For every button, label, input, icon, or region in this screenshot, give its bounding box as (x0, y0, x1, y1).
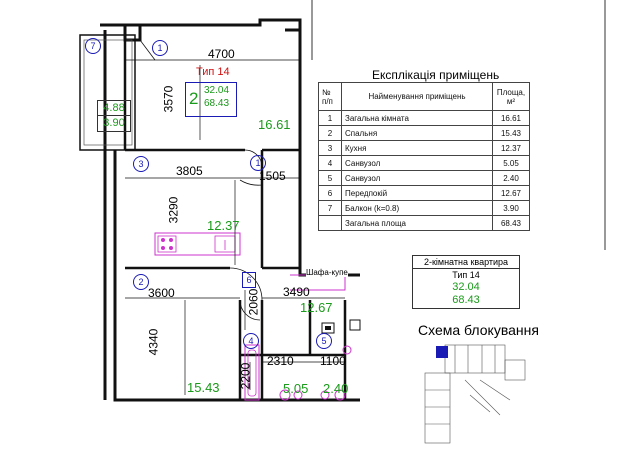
balcony-area: 4.88 (103, 102, 125, 114)
dimension-label: 3805 (176, 164, 203, 178)
wardrobe-label: Шафа-купе (306, 268, 348, 277)
balcony (79, 34, 136, 151)
table-row: 1 Загальна кімната 16.61 (318, 110, 530, 126)
table-cell: 68.43 (492, 215, 530, 231)
table-cell: Кухня (341, 140, 493, 156)
table-cell: 5.05 (492, 155, 530, 171)
room-area-kitchen: 12.37 (207, 218, 240, 233)
table-row: 5 Санвузол 2.40 (318, 170, 530, 186)
table-cell: Загальна площа (341, 215, 493, 231)
room-number-badge: 2 (133, 274, 149, 290)
table-header-row: № п/п Найменування приміщень Площа, м² (318, 82, 530, 111)
table-cell: 6 (318, 185, 342, 201)
apartment-info-box: 2 32.04 68.43 (185, 82, 237, 117)
summary-title: 2-кімнатна квартира (413, 256, 519, 269)
room-area-hallway: 12.67 (300, 300, 333, 315)
table-cell: Спальня (341, 125, 493, 141)
living-area: 32.04 (204, 85, 230, 96)
table-cell: 5 (318, 170, 342, 186)
balcony-area-reduced: 3.90 (98, 115, 130, 130)
explication-table: № п/п Найменування приміщень Площа, м² 1… (318, 82, 530, 231)
table-row: 6 Передпокій 12.67 (318, 185, 530, 201)
table-cell: 7 (318, 200, 342, 216)
table-header: № п/п (318, 82, 342, 111)
room-number-badge: 4 (243, 333, 259, 349)
dimension-lines (125, 59, 345, 395)
table-row: 4 Санвузол 5.05 (318, 155, 530, 171)
table-cell (318, 215, 342, 231)
table-cell: 12.37 (492, 140, 530, 156)
table-cell: Передпокій (341, 185, 493, 201)
kitchen-counter (154, 232, 241, 256)
dimension-label: 4340 (146, 328, 161, 356)
explication-title: Експлікація приміщень (372, 68, 500, 82)
room-area-bedroom: 15.43 (187, 380, 220, 395)
table-cell: 2 (318, 125, 342, 141)
room-number-badge: 3 (133, 156, 149, 172)
table-cell: 1 (318, 110, 342, 126)
room-area-living: 16.61 (258, 117, 291, 132)
table-cell: 15.43 (492, 125, 530, 141)
table-header: Найменування приміщень (341, 82, 493, 111)
apartment-type-label: Тип 14 (196, 66, 230, 78)
dimension-label: 4700 (208, 47, 235, 61)
table-row: Загальна площа 68.43 (318, 215, 530, 231)
dimension-label: 1505 (259, 169, 286, 183)
room-number-badge: 1 (152, 40, 168, 56)
room-area-bath: 5.05 (283, 381, 309, 396)
summary-box: 2-кімнатна квартира Тип 14 32.04 68.43 (412, 255, 520, 309)
dimension-label: 2310 (267, 354, 294, 368)
table-cell: 12.67 (492, 185, 530, 201)
table-row: 3 Кухня 12.37 (318, 140, 530, 156)
table-row: 2 Спальня 15.43 (318, 125, 530, 141)
summary-type: Тип 14 (452, 270, 480, 280)
summary-living-area: 32.04 (452, 281, 480, 293)
table-cell: 16.61 (492, 110, 530, 126)
room-number-badge: 6 (242, 272, 256, 288)
outer-walls (100, 18, 360, 402)
table-row: 7 Балкон (k=0.8) 3.90 (318, 200, 530, 216)
room-number-badge: 1 (250, 155, 266, 171)
dimension-label: 2060 (246, 288, 261, 316)
table-cell: 4 (318, 155, 342, 171)
table-header: Площа, м² (492, 82, 530, 111)
dimension-label: 3290 (166, 196, 181, 224)
summary-total-area: 68.43 (452, 294, 480, 306)
table-cell: Загальна кімната (341, 110, 493, 126)
table-cell: Санвузол (341, 170, 493, 186)
room-number-badge: 7 (85, 38, 101, 54)
table-cell: 3.90 (492, 200, 530, 216)
table-cell: 3 (318, 140, 342, 156)
block-scheme-title: Схема блокування (418, 322, 539, 338)
table-cell: 2.40 (492, 170, 530, 186)
balcony-area-box: 4.88 3.90 (97, 100, 131, 132)
room-number-badge: 5 (316, 333, 332, 349)
table-cell: Балкон (k=0.8) (341, 200, 493, 216)
table-cell: Санвузол (341, 155, 493, 171)
dimension-label: 3600 (148, 286, 175, 300)
dimension-label: 2200 (238, 362, 253, 390)
dimension-label: 3570 (161, 85, 176, 113)
dimension-label: 1100 (320, 354, 346, 368)
room-area-wc: 2.40 (323, 381, 349, 396)
total-area: 68.43 (204, 98, 230, 109)
dimension-label: 3490 (283, 285, 310, 299)
rooms-count: 2 (189, 89, 199, 108)
